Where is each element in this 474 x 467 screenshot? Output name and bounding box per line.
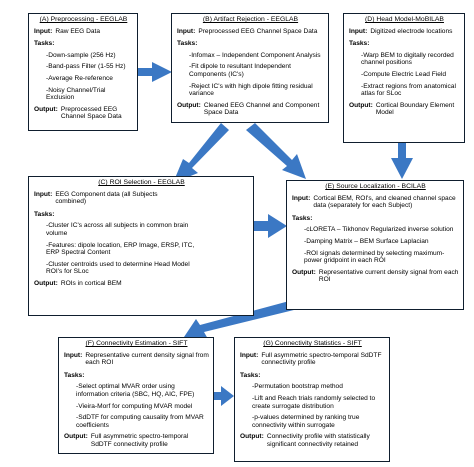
task-item: -Reject IC's with high dipole fitting re… bbox=[189, 82, 313, 98]
box-title: (G) Connectivity Statistics - SIFT bbox=[263, 340, 362, 347]
task-item: -Infomax – Independent Component Analysi… bbox=[189, 51, 321, 59]
input-label: Input: bbox=[34, 27, 53, 35]
task-item: -Damping Matrix – BEM Surface Laplacian bbox=[304, 237, 429, 245]
task-item: -Cluster centroids used to determine Hea… bbox=[46, 260, 190, 276]
box-title: (F) Connectivity Estimation - SIFT bbox=[85, 340, 188, 347]
output-value: Cleaned EEG Channel and Component Space … bbox=[203, 101, 320, 117]
task-item: -Cluster IC's across all subjects in com… bbox=[46, 222, 189, 237]
output-label: Output: bbox=[64, 433, 88, 441]
output-value: Cortical Boundary Element Model bbox=[375, 101, 455, 117]
output-label: Output: bbox=[34, 105, 58, 113]
output-label: Output: bbox=[240, 433, 264, 441]
task-item: -p-values determined by ranking true con… bbox=[252, 414, 360, 429]
arrow-f-to-g bbox=[214, 386, 234, 406]
task-item: -cLORETA – Tikhonov Regularized inverse … bbox=[304, 226, 454, 234]
output-label: Output: bbox=[349, 101, 373, 109]
input-label: Input: bbox=[64, 351, 83, 359]
output-label: Output: bbox=[292, 268, 316, 276]
task-item: -Permutation bootstrap method bbox=[252, 383, 343, 391]
box-artifact-rejection: (B) Artifact Rejection - EEGLAB Input:Pr… bbox=[171, 13, 329, 123]
box-title: (C) ROI Selection - EEGLAB bbox=[98, 179, 185, 186]
box-preprocessing: (A) Preprocessing - EEGLAB Input:Raw EEG… bbox=[28, 13, 138, 131]
task-item: -Noisy Channel/Trial Exclusion bbox=[46, 86, 106, 102]
task-item: -Select optimal MVAR order using informa… bbox=[76, 383, 195, 398]
input-value: EEG Component data (all Subjects combine… bbox=[55, 190, 158, 206]
task-item: -Warp BEM to digitally recorded channel … bbox=[361, 51, 454, 67]
input-label: Input: bbox=[34, 190, 53, 198]
task-item: -ROI signals determined by selecting max… bbox=[304, 249, 445, 265]
input-value: Cortical BEM, ROI's, and cleaned channel… bbox=[313, 194, 456, 210]
input-label: Input: bbox=[292, 194, 311, 202]
output-value: Full asymmetric spectro-temporal SdDTF c… bbox=[90, 433, 189, 448]
output-value: Connectivity profile with statistically … bbox=[266, 433, 370, 448]
output-value: Representative current density signal fr… bbox=[318, 268, 459, 284]
task-item: -Band-pass Filter (1-55 Hz) bbox=[46, 63, 126, 71]
input-value: Representative current density signal fr… bbox=[85, 351, 209, 367]
box-source-localization: (E) Source Localization - BCILAB Input:C… bbox=[286, 180, 464, 310]
arrow-b-to-c bbox=[173, 123, 229, 183]
input-value: Full asymmetric spectro-temporal SdDTF c… bbox=[261, 351, 382, 367]
output-label: Output: bbox=[177, 101, 201, 109]
arrow-a-to-b bbox=[138, 62, 172, 82]
box-roi-selection: (C) ROI Selection - EEGLAB Input:EEG Com… bbox=[28, 176, 254, 316]
task-item: -Extract regions from anatomical atlas f… bbox=[361, 82, 456, 98]
task-item: -Features: dipole location, ERP Image, E… bbox=[46, 241, 195, 257]
box-connectivity-statistics: (G) Connectivity Statistics - SIFT Input… bbox=[234, 337, 390, 462]
task-item: -Average Re-reference bbox=[46, 74, 113, 82]
input-value: Raw EEG Data bbox=[55, 27, 101, 35]
tasks-label: Tasks: bbox=[349, 40, 370, 48]
input-value: Preprocessed EEG Channel Space Data bbox=[198, 27, 318, 35]
box-title: (E) Source Localization - BCILAB bbox=[325, 183, 426, 190]
arrow-b-to-e bbox=[246, 123, 306, 179]
task-item: -Down-sample (256 Hz) bbox=[46, 51, 116, 59]
tasks-label: Tasks: bbox=[240, 371, 261, 379]
box-title: (B) Artifact Rejection - EEGLAB bbox=[202, 16, 299, 23]
arrow-d-to-e bbox=[391, 143, 413, 179]
output-value: ROIs in cortical BEM bbox=[60, 279, 122, 287]
input-label: Input: bbox=[349, 27, 368, 35]
box-head-model: (D) Head Model-MoBILAB Input:Digitized e… bbox=[343, 13, 465, 143]
task-item: -Vieira-Morf for computing MVAR model bbox=[76, 402, 193, 410]
tasks-label: Tasks: bbox=[34, 40, 55, 48]
task-item: -Compute Electric Lead Field bbox=[361, 70, 447, 78]
task-item: -Lift and Reach trials randomly selected… bbox=[252, 394, 376, 410]
input-value: Digitized electrode locations bbox=[370, 27, 453, 35]
tasks-label: Tasks: bbox=[177, 40, 198, 48]
tasks-label: Tasks: bbox=[292, 214, 313, 222]
tasks-label: Tasks: bbox=[64, 371, 85, 379]
tasks-label: Tasks: bbox=[34, 210, 55, 218]
task-item: -SdDTF for computing causality from MVAR… bbox=[76, 414, 204, 429]
box-connectivity-estimation: (F) Connectivity Estimation - SIFT Input… bbox=[58, 337, 214, 454]
box-title: (D) Head Model-MoBILAB bbox=[365, 16, 444, 23]
arrow-e-to-f bbox=[184, 300, 302, 339]
input-label: Input: bbox=[177, 27, 196, 35]
box-title: (A) Preprocessing - EEGLAB bbox=[39, 16, 128, 23]
arrow-c-to-e bbox=[254, 214, 287, 238]
output-label: Output: bbox=[34, 279, 58, 287]
output-value: Preprocessed EEG Channel Space Data bbox=[60, 105, 122, 121]
task-item: -Fit dipole to resultant Independent Com… bbox=[189, 63, 291, 78]
input-label: Input: bbox=[240, 351, 259, 359]
